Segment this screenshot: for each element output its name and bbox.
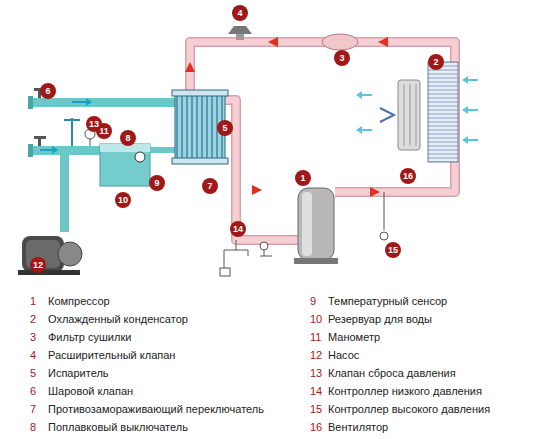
callout-number: 1 bbox=[295, 170, 311, 186]
key-number: 15 bbox=[310, 403, 322, 415]
key-text: Манометр bbox=[328, 331, 380, 343]
fan bbox=[380, 80, 420, 150]
callout-number: 9 bbox=[149, 175, 165, 191]
key-text: Резервуар для воды bbox=[328, 313, 432, 325]
key-text: Вентилятор bbox=[328, 421, 388, 433]
relief-valve bbox=[64, 118, 80, 146]
key-number: 10 bbox=[310, 313, 322, 325]
key-number: 13 bbox=[310, 367, 322, 379]
key-number: 16 bbox=[310, 421, 322, 433]
callout-number: 14 bbox=[230, 221, 246, 237]
key-text: Контроллер высокого давления bbox=[328, 403, 490, 415]
key-text: Насос bbox=[328, 349, 359, 361]
key-number: 3 bbox=[30, 331, 36, 343]
water-pipes bbox=[28, 96, 178, 232]
key-text: Поплавковый выключатель bbox=[48, 421, 188, 433]
key-text: Охлажденный конденсатор bbox=[48, 313, 188, 325]
key-text: Испаритель bbox=[48, 367, 109, 379]
key-number: 7 bbox=[30, 403, 36, 415]
callout-number: 16 bbox=[400, 168, 416, 184]
key-number: 1 bbox=[30, 295, 36, 307]
key-number: 12 bbox=[310, 349, 322, 361]
key-number: 8 bbox=[30, 421, 36, 433]
key-number: 11 bbox=[310, 331, 321, 343]
key-text: Расширительный клапан bbox=[48, 349, 175, 361]
key-number: 6 bbox=[30, 385, 36, 397]
key-number: 9 bbox=[310, 295, 316, 307]
callout-number: 13 bbox=[86, 116, 102, 132]
key-text: Клапан сброса давления bbox=[328, 367, 456, 379]
pump bbox=[18, 236, 82, 275]
key-text: Шаровой клапан bbox=[48, 385, 133, 397]
key-number: 2 bbox=[30, 313, 36, 325]
key-text: Контроллер низкого давления bbox=[328, 385, 482, 397]
callout-number: 15 bbox=[385, 242, 401, 258]
expansion-valve bbox=[228, 26, 252, 40]
callout-number: 5 bbox=[217, 120, 233, 136]
pressure-controllers bbox=[220, 192, 388, 276]
callout-number: 2 bbox=[428, 54, 444, 70]
key-number: 5 bbox=[30, 367, 36, 379]
callout-number: 4 bbox=[232, 5, 248, 21]
water-tank bbox=[100, 144, 178, 186]
key-text: Температурный сенсор bbox=[328, 295, 447, 307]
callout-number: 3 bbox=[334, 50, 350, 66]
air-arrows bbox=[356, 76, 478, 144]
key-number: 14 bbox=[310, 385, 322, 397]
compressor bbox=[294, 188, 338, 264]
callout-number: 10 bbox=[115, 192, 131, 208]
callout-number: 8 bbox=[120, 130, 136, 146]
key-text: Фильтр сушилки bbox=[48, 331, 131, 343]
key-number: 4 bbox=[30, 349, 36, 361]
callout-number: 7 bbox=[202, 178, 218, 194]
callout-number: 6 bbox=[40, 83, 56, 99]
filter-drier bbox=[322, 34, 358, 50]
condenser bbox=[428, 62, 458, 162]
key-text: Противозамораживающий переключатель bbox=[48, 403, 264, 415]
callout-number: 12 bbox=[30, 257, 46, 273]
key-text: Компрессор bbox=[48, 295, 110, 307]
